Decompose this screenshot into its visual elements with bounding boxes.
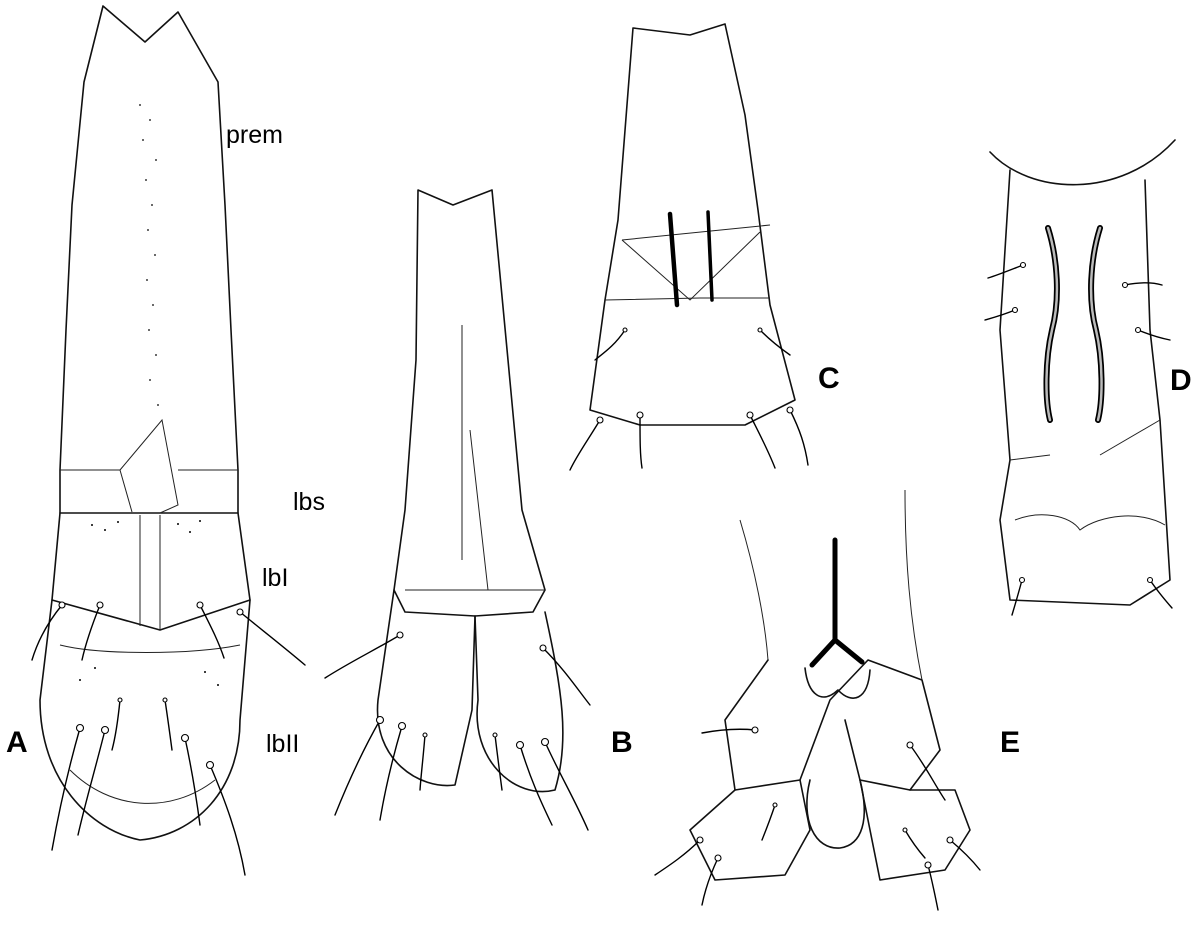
- panel-e-setae: [654, 726, 981, 911]
- panel-d-drawing: [984, 139, 1176, 616]
- panel-a-setae: [31, 601, 306, 876]
- panel-label-c: C: [818, 362, 840, 395]
- panel-label-e: E: [1000, 726, 1020, 759]
- panel-label-d: D: [1170, 364, 1192, 397]
- panel-a-drawing: [31, 5, 306, 876]
- panel-e-drawing: [654, 489, 981, 911]
- structure-label-lbll: lbII: [266, 730, 299, 758]
- panel-c-drawing: [569, 23, 809, 471]
- structure-label-lbl: lbI: [262, 564, 288, 592]
- panel-b-setae: [324, 631, 591, 831]
- panel-label-b: B: [611, 726, 633, 759]
- panel-b-drawing: [324, 189, 591, 831]
- panel-d-setae: [984, 261, 1173, 616]
- panel-c-setae: [569, 327, 809, 471]
- panel-a-stipple: [79, 104, 219, 686]
- structure-label-lbs: lbs: [293, 488, 325, 516]
- panel-label-a: A: [6, 726, 28, 759]
- structure-label-prem: prem: [226, 121, 283, 149]
